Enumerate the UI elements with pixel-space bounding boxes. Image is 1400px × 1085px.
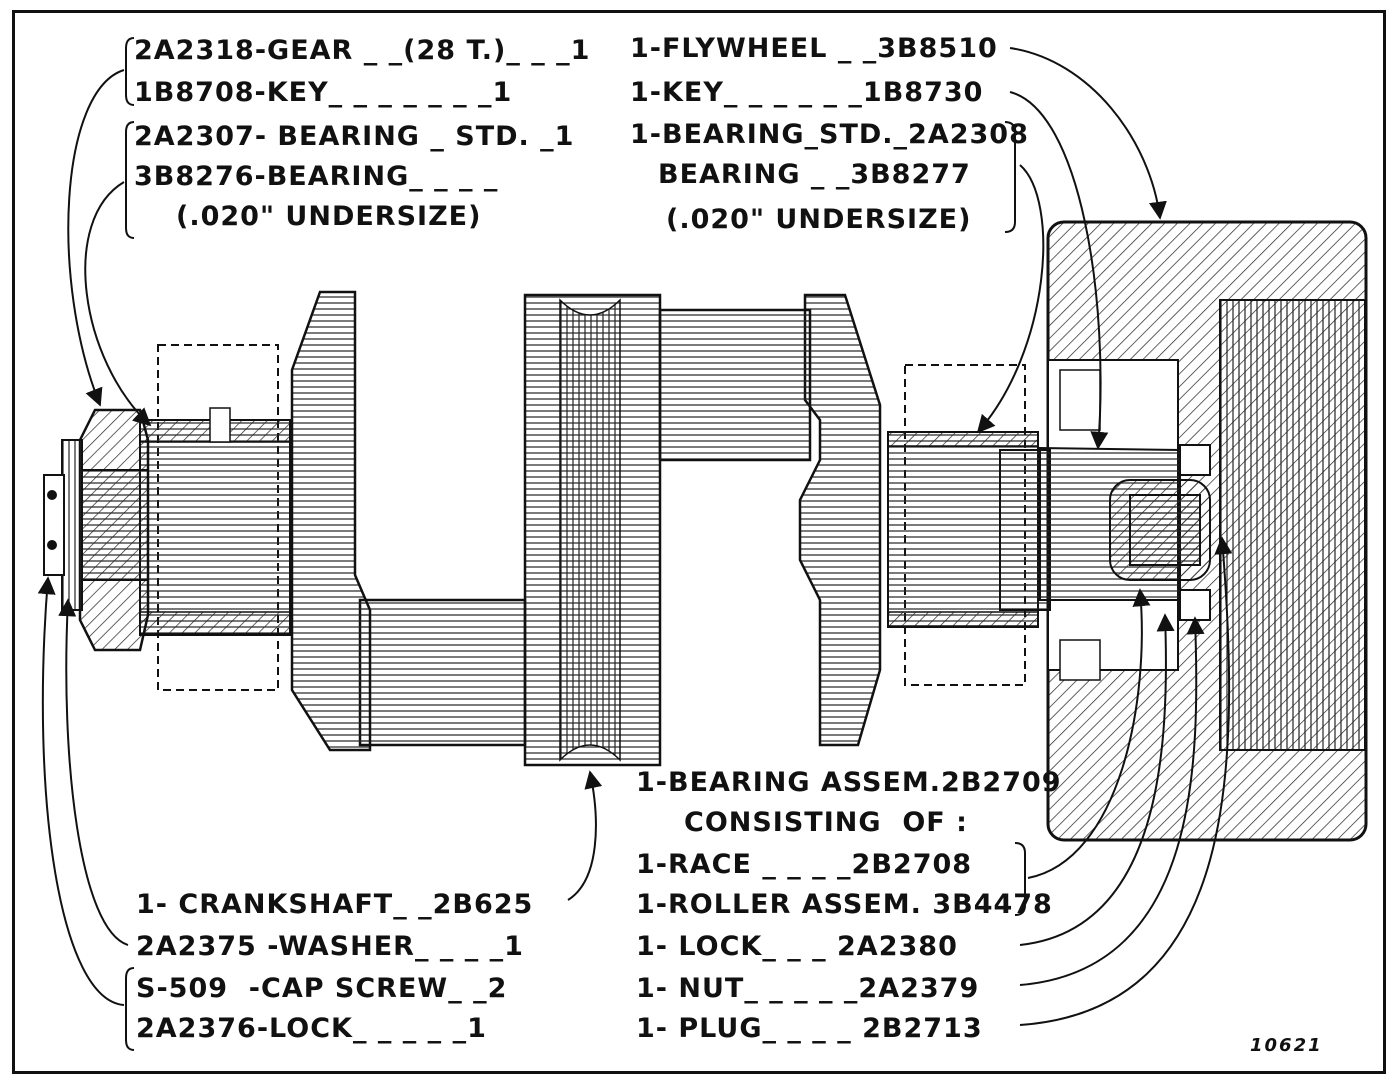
center-web <box>523 293 662 767</box>
label-washer: 2A2375 -WASHER_ _ _ _1 <box>136 931 524 962</box>
diagram-frame <box>12 10 1386 1074</box>
right-crank-web <box>798 293 882 747</box>
label-lock-left: 2A2376-LOCK_ _ _ _ _1 <box>136 1013 487 1044</box>
label-cap-screw: S-509 -CAP SCREW_ _2 <box>136 973 508 1004</box>
lower-crankpin <box>358 598 527 747</box>
label-undersize-left: (.020" UNDERSIZE) <box>176 201 482 232</box>
left-journal <box>43 344 291 691</box>
right-journal <box>887 364 1211 686</box>
upper-crankpin <box>658 308 812 462</box>
label-crankshaft: 1- CRANKSHAFT_ _2B625 <box>136 889 534 920</box>
label-race: 1-RACE _ _ _ _2B2708 <box>636 849 973 880</box>
label-bearing-assem: 1-BEARING ASSEM.2B2709 <box>636 767 1062 798</box>
left-crank-web <box>290 290 372 752</box>
label-nut: 1- NUT_ _ _ _ _2A2379 <box>636 973 980 1004</box>
label-gear: 2A2318-GEAR _ _(28 T.)_ _ _1 <box>134 35 591 66</box>
leader-lines <box>37 47 1233 1026</box>
label-roller-assem: 1-ROLLER ASSEM. 3B4478 <box>636 889 1053 920</box>
figure-number: 10621 <box>1250 1035 1323 1056</box>
label-plug: 1- PLUG_ _ _ _ 2B2713 <box>636 1013 983 1044</box>
label-undersize-right: (.020" UNDERSIZE) <box>666 204 972 235</box>
label-bearing-std-right: 1-BEARING_STD._2A2308 <box>630 119 1029 150</box>
label-bearing-std-left: 2A2307- BEARING _ STD. _1 <box>134 121 575 152</box>
label-lock-right: 1- LOCK_ _ _ 2A2380 <box>636 931 958 962</box>
label-brackets <box>125 37 1026 1051</box>
label-consisting-of: CONSISTING OF : <box>684 807 968 838</box>
label-key-right: 1-KEY_ _ _ _ _ _1B8730 <box>630 77 984 108</box>
label-key-left: 1B8708-KEY_ _ _ _ _ _ _1 <box>134 77 513 108</box>
label-bearing-left: 3B8276-BEARING_ _ _ _ <box>134 161 499 192</box>
label-flywheel: 1-FLYWHEEL _ _3B8510 <box>630 33 998 64</box>
label-bearing-right: BEARING _ _3B8277 <box>658 159 971 190</box>
